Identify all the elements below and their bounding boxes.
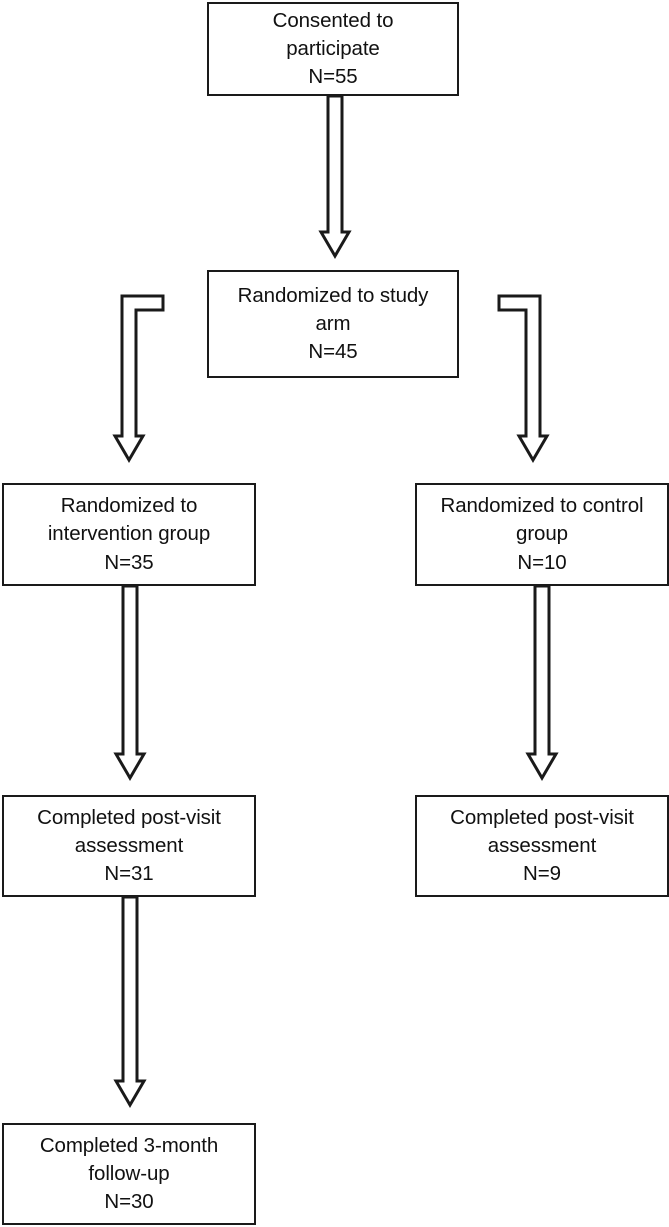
node-control-group-line-2: group bbox=[516, 522, 568, 546]
node-randomized-study-arm-count: N=45 bbox=[308, 340, 358, 364]
node-post-visit-control: Completed post-visit assessment N=9 bbox=[415, 795, 669, 897]
node-control-group-line-1: Randomized to control bbox=[440, 494, 644, 518]
node-post-visit-control-count: N=9 bbox=[523, 862, 561, 886]
connector-randomized-to-intervention bbox=[112, 294, 165, 463]
node-consented: Consented to participate N=55 bbox=[207, 2, 459, 96]
node-three-month-followup-count: N=30 bbox=[104, 1190, 154, 1214]
block-arrow-down-icon bbox=[113, 895, 147, 1108]
block-arrow-elbow-left-down-icon bbox=[112, 294, 165, 463]
connector-control-to-post-visit bbox=[525, 584, 559, 781]
block-arrow-elbow-right-down-icon bbox=[497, 294, 550, 463]
node-post-visit-intervention: Completed post-visit assessment N=31 bbox=[2, 795, 256, 897]
node-post-visit-intervention-line-2: assessment bbox=[74, 833, 184, 857]
node-three-month-followup-line-1: Completed 3-month bbox=[39, 1133, 219, 1157]
connector-consented-to-randomized bbox=[318, 94, 352, 259]
connector-post-visit-to-followup bbox=[113, 895, 147, 1108]
node-intervention-group: Randomized to intervention group N=35 bbox=[2, 483, 256, 586]
node-intervention-group-count: N=35 bbox=[104, 550, 154, 574]
block-arrow-down-icon bbox=[113, 584, 147, 781]
node-control-group: Randomized to control group N=10 bbox=[415, 483, 669, 586]
node-randomized-study-arm: Randomized to study arm N=45 bbox=[207, 270, 459, 378]
block-arrow-down-icon bbox=[525, 584, 559, 781]
node-randomized-study-arm-line-2: arm bbox=[315, 311, 351, 335]
node-consented-count: N=55 bbox=[308, 65, 358, 89]
node-intervention-group-line-1: Randomized to bbox=[60, 494, 198, 518]
node-post-visit-intervention-count: N=31 bbox=[104, 862, 154, 886]
node-control-group-count: N=10 bbox=[517, 550, 567, 574]
node-post-visit-control-line-2: assessment bbox=[487, 833, 597, 857]
connector-intervention-to-post-visit bbox=[113, 584, 147, 781]
node-post-visit-intervention-line-1: Completed post-visit bbox=[37, 805, 221, 829]
block-arrow-down-icon bbox=[318, 94, 352, 259]
node-consented-line-1: Consented to bbox=[272, 8, 394, 32]
node-post-visit-control-line-1: Completed post-visit bbox=[450, 805, 634, 829]
node-randomized-study-arm-line-1: Randomized to study bbox=[237, 283, 429, 307]
connector-randomized-to-control bbox=[497, 294, 550, 463]
node-consented-line-2: participate bbox=[286, 36, 380, 60]
node-three-month-followup: Completed 3-month follow-up N=30 bbox=[2, 1123, 256, 1225]
node-three-month-followup-line-2: follow-up bbox=[88, 1161, 170, 1185]
node-intervention-group-line-2: intervention group bbox=[47, 522, 211, 546]
